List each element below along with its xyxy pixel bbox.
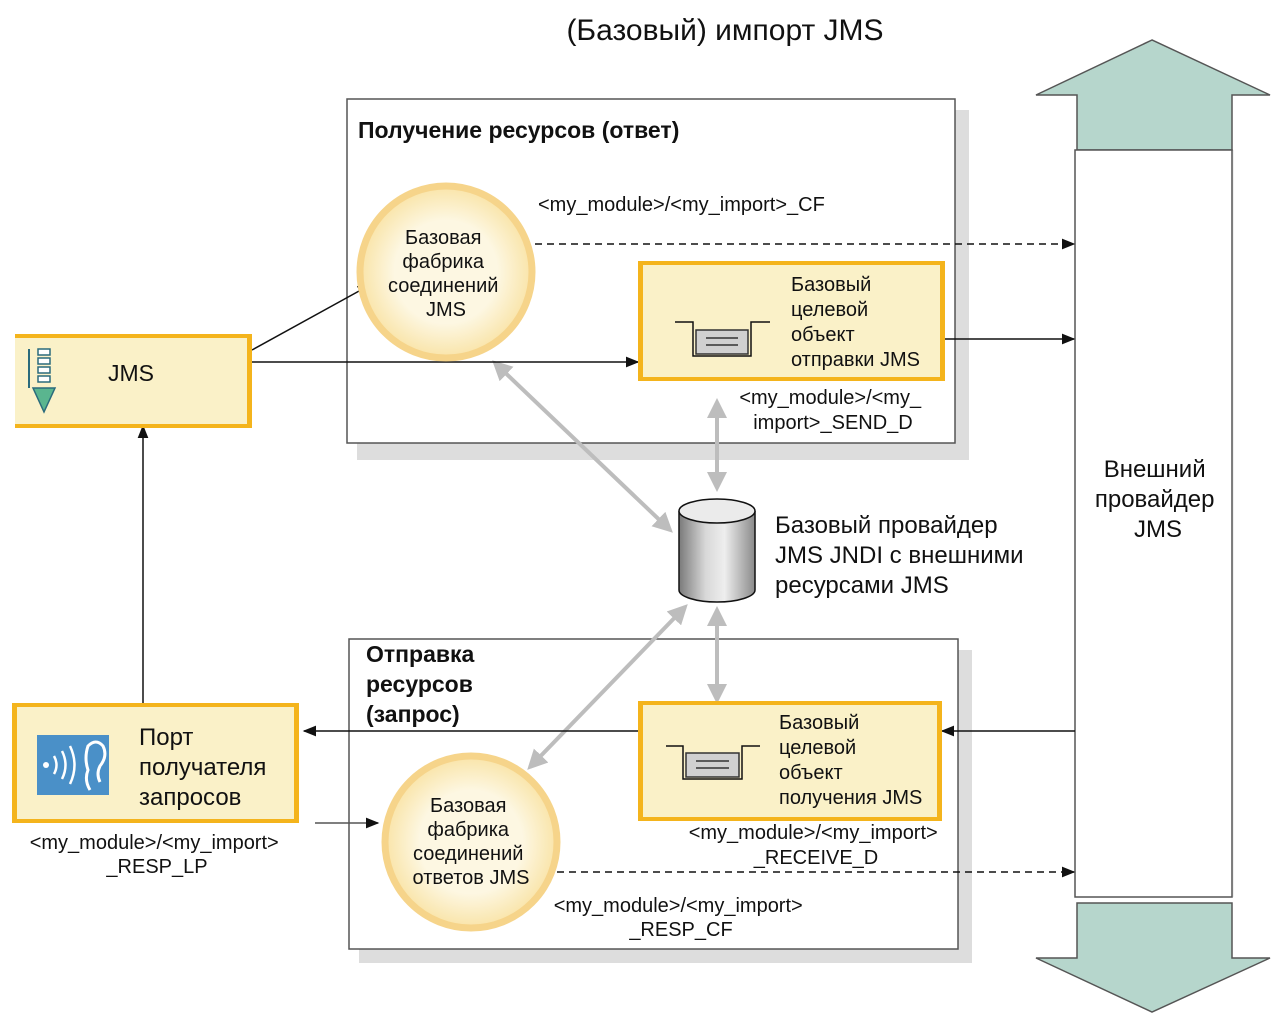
jms-label: JMS [108,360,154,386]
send-destination-label: Базовый целевой объект отправки JMS [791,274,920,371]
response-cf-name: <my_module>/<my_import> _RESP_CF [554,895,809,941]
up-arrow-head [1035,39,1271,151]
external-provider-label: Внешний провайдер JMS [1095,456,1221,543]
receive-destination-box: Базовый целевой объект получения JMS [638,701,942,821]
jndi-connectors [492,360,727,770]
receive-connection-factory: Базовая фабрика соединений JMS [356,182,536,362]
flow-arrows [137,238,1076,878]
listener-port-box: Порт получателя запросов [12,703,299,823]
jms-binding-box: JMS [15,334,252,428]
ear-listener-icon [37,735,109,795]
receive-destination-name: <my_module>/<my_import> _RECEIVE_D [689,822,944,869]
receive-factory-label: Базовая фабрика соединений JMS [388,227,504,321]
cf-name-label: <my_module>/<my_import>_CF [538,194,825,216]
send-panel-heading: Отправка ресурсов (запрос) [366,641,481,727]
response-factory-label: Базовая фабрика соединений ответов JMS [413,795,530,889]
queue-tray-icon [675,321,770,357]
listener-port-name: <my_module>/<my_import> _RESP_LP [30,832,285,878]
diagram-title: (Базовый) импорт JMS [566,14,883,47]
database-cylinder-icon [678,498,756,603]
receive-destination-label: Базовый целевой объект получения JMS [779,712,922,809]
external-provider: Внешний провайдер JMS [1035,39,1271,1013]
send-destination-box: Базовый целевой объект отправки JMS [638,261,945,381]
down-arrow-head [1035,902,1271,1013]
jndi-provider-label: Базовый провайдер JMS JNDI с внешними ре… [775,512,1030,599]
external-provider-bar [1074,149,1233,898]
receive-panel-heading: Получение ресурсов (ответ) [358,117,679,143]
listener-port-label: Порт получателя запросов [139,724,273,811]
response-connection-factory: Базовая фабрика соединений ответов JMS [381,752,561,932]
send-destination-name: <my_module>/<my_ import>_SEND_D [739,387,926,434]
queue-download-icon [28,348,57,414]
queue-tray-icon [666,745,760,780]
